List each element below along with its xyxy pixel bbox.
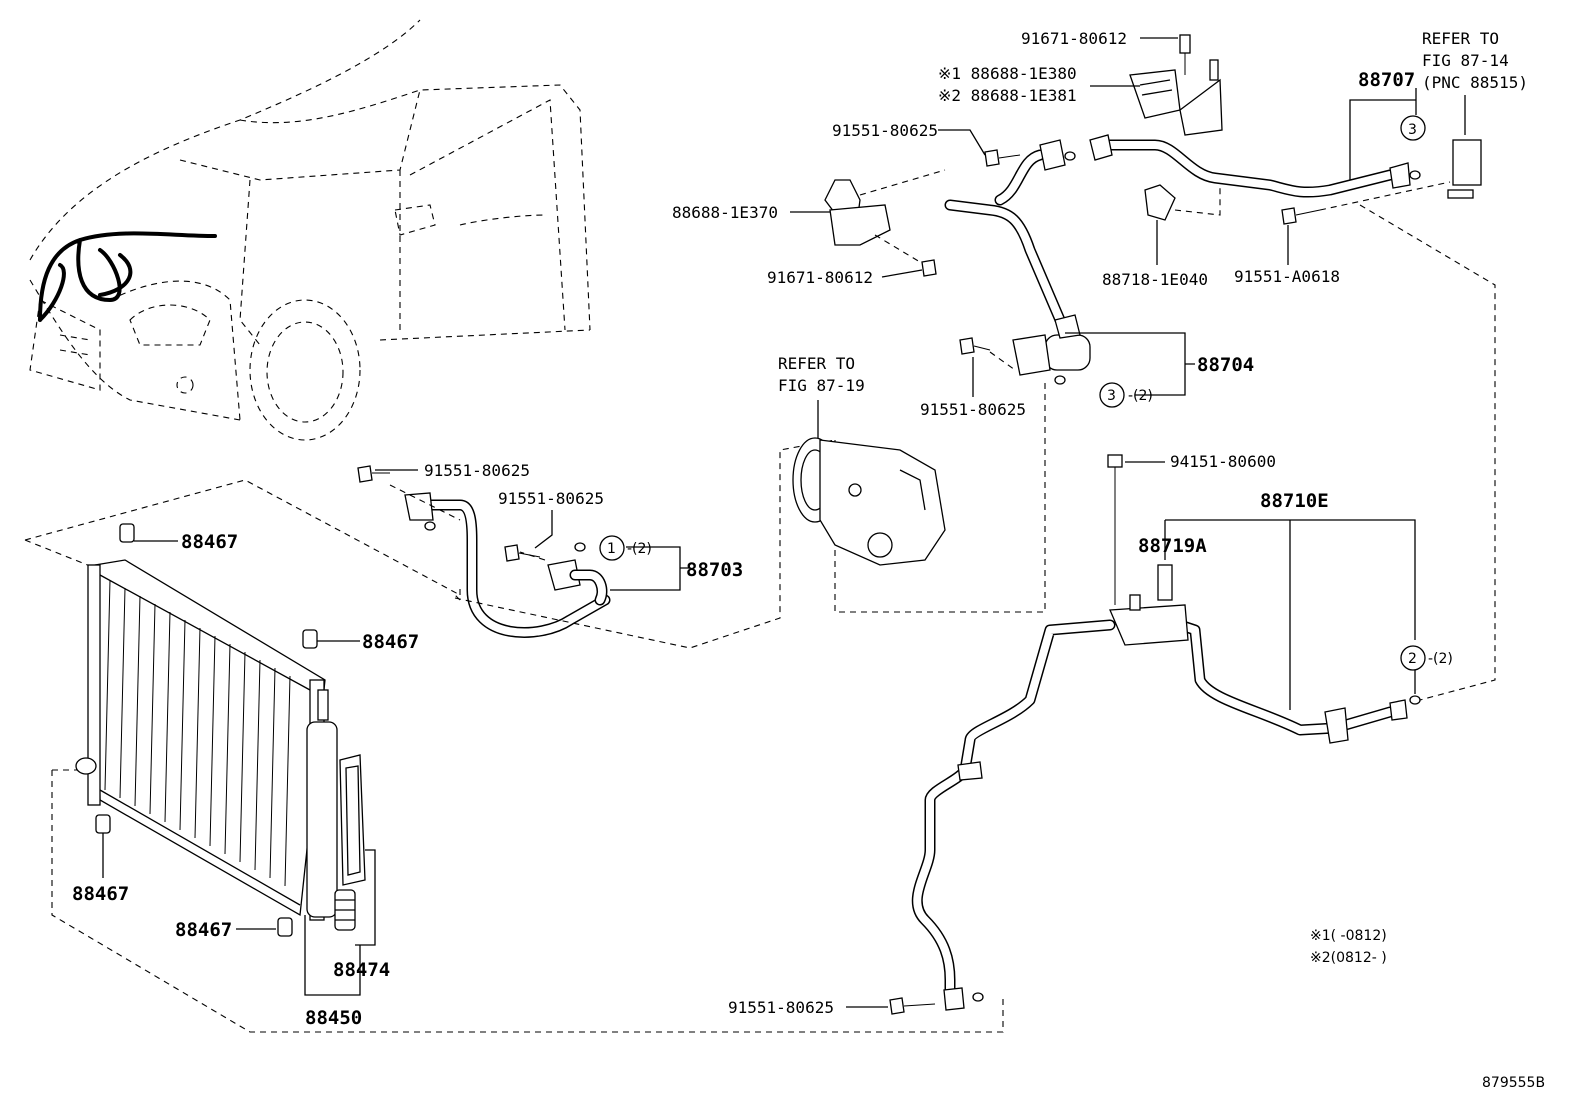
harness-pipe-on-vehicle [38, 231, 217, 322]
ref-3-a: 3 [1107, 388, 1116, 404]
label-88710E: 88710E [1260, 490, 1329, 512]
ref-1: 1 [607, 541, 616, 557]
condenser-assembly [24, 479, 1004, 1033]
note-1: ※1( -0812) [1310, 928, 1387, 944]
label-88467-b: 88467 [362, 631, 419, 653]
ref-1-qty: -(2) [627, 541, 652, 557]
label-88450: 88450 [305, 1007, 362, 1029]
diagram-id: 879555B [1482, 1075, 1545, 1091]
ref-3-b: 3 [1408, 122, 1417, 138]
suction-hose [938, 129, 1195, 397]
label-91551-80625-c: 91551-80625 [424, 461, 530, 480]
label-refer-to-mid-1: REFER TO [778, 354, 855, 373]
liquid-pipe-lower [846, 454, 1421, 1015]
label-91671-80612-b: 91671-80612 [767, 268, 873, 287]
label-94151-80600: 94151-80600 [1170, 452, 1276, 471]
label-88718-1E040: 88718-1E040 [1102, 270, 1208, 289]
label-88474: 88474 [333, 959, 390, 981]
label-91551-80625-d: 91551-80625 [498, 489, 604, 508]
label-91551-A0618: 91551-A0618 [1234, 267, 1340, 286]
label-91551-80625-b: 91551-80625 [920, 400, 1026, 419]
label-88467-c: 88467 [72, 883, 129, 905]
bracket-clamp [790, 169, 946, 278]
ref-3-a-qty: -(2) [1128, 388, 1153, 404]
vehicle-outline [29, 19, 591, 441]
label-88704: 88704 [1197, 354, 1254, 376]
discharge-hose [357, 380, 1046, 649]
label-refer-to-mid-2: FIG 87-19 [778, 376, 865, 395]
label-88467-a: 88467 [181, 531, 238, 553]
label-88719A: 88719A [1138, 535, 1207, 557]
label-91551-80625-a: 91551-80625 [832, 121, 938, 140]
label-refer-to-top-3: (PNC 88515) [1422, 73, 1528, 92]
ref-2: 2 [1408, 651, 1417, 667]
label-91671-80612-top: 91671-80612 [1021, 29, 1127, 48]
ref-2-qty: -(2) [1428, 651, 1453, 667]
label-refer-to-top-2: FIG 87-14 [1422, 51, 1509, 70]
label-88688-1E380: ※1 88688-1E380 [938, 64, 1077, 83]
label-88707: 88707 [1358, 69, 1415, 91]
label-refer-to-top-1: REFER TO [1422, 29, 1499, 48]
label-88688-1E370: 88688-1E370 [672, 203, 778, 222]
compressor [792, 400, 946, 566]
label-88688-1E381: ※2 88688-1E381 [938, 86, 1077, 105]
circle-reference-markers [599, 115, 1426, 671]
label-91551-80625-e: 91551-80625 [728, 998, 834, 1017]
note-2: ※2(0812- ) [1310, 950, 1387, 966]
label-88703: 88703 [686, 559, 743, 581]
label-88467-d: 88467 [175, 919, 232, 941]
liquid-pipe-upper [1089, 34, 1496, 701]
